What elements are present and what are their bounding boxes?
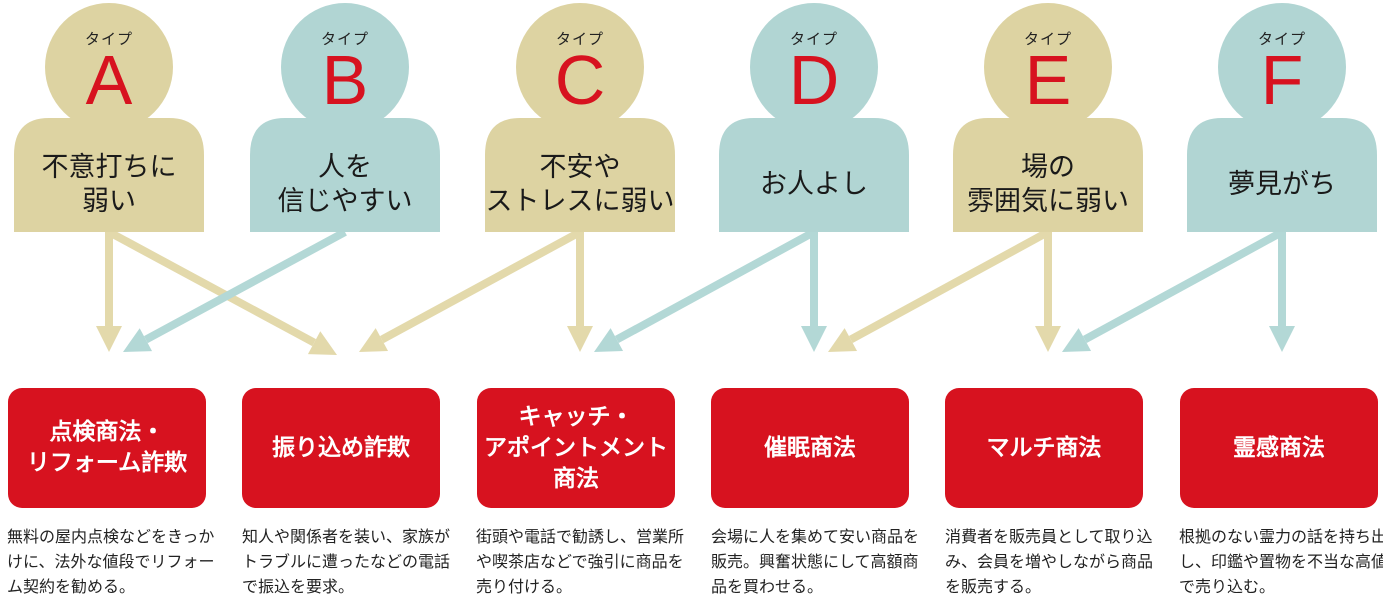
arrowhead-icon: [1062, 328, 1092, 352]
type-letter: D: [788, 41, 840, 119]
person-type-a: タイプ A 不意打ちに 弱い: [4, 0, 214, 240]
connector-line: [143, 228, 347, 344]
arrowhead-icon: [96, 326, 122, 352]
arrowhead-icon: [594, 328, 624, 352]
fraud-box-inspection-reform: 点検商法・ リフォーム詐欺: [8, 388, 206, 508]
arrowhead-icon: [567, 326, 593, 352]
person-type-b: タイプ B 人を 信じやすい: [240, 0, 450, 240]
type-label: タイプ: [84, 30, 133, 48]
person-silhouette-icon: [1187, 3, 1377, 232]
type-letter: C: [554, 41, 606, 119]
fraud-box-transfer-scam: 振り込め詐欺: [242, 388, 440, 508]
fraud-description: 根拠のない霊力の話を持ち出し、印鑑や置物を不当な高値で売り込む。: [1179, 527, 1383, 596]
fraud-description: 消費者を販売員として取り込み、会員を増やしながら商品を販売する。: [945, 527, 1154, 596]
trait-text: お人よし: [760, 169, 868, 200]
type-letter: E: [1024, 41, 1072, 119]
arrowhead-icon: [1269, 326, 1295, 352]
connector-line: [379, 228, 582, 344]
arrowhead-icon: [123, 328, 153, 352]
arrowhead-icon: [307, 331, 337, 355]
trait-text: 人を 信じやすい: [277, 152, 413, 217]
fraud-description: 知人や関係者を装い、家族がトラブルに遭ったなどの電話で振込を要求。: [242, 527, 451, 596]
connector-line: [1082, 228, 1284, 344]
person-silhouette-icon: [719, 3, 909, 232]
fraud-box-hypnotic-sales: 催眠商法: [711, 388, 909, 508]
person-type-d: タイプ D お人よし: [709, 0, 919, 240]
person-silhouette-icon: [953, 3, 1143, 232]
person-type-f: タイプ F 夢見がち: [1177, 0, 1383, 240]
type-label: タイプ: [320, 30, 369, 48]
connector-line: [848, 228, 1050, 344]
fraud-box-spiritual-sales: 霊感商法: [1180, 388, 1378, 508]
arrowhead-icon: [828, 328, 858, 352]
person-type-c: タイプ C 不安や ストレスに弱い: [475, 0, 685, 240]
arrowhead-icon: [359, 328, 389, 352]
trait-text: 夢見がち: [1228, 169, 1336, 200]
fraud-box-multi-level: マルチ商法: [945, 388, 1143, 508]
trait-text: 不安や ストレスに弱い: [485, 152, 675, 217]
trait-text: 不意打ちに 弱い: [41, 152, 177, 217]
person-silhouette-icon: [485, 3, 675, 232]
arrowhead-icon: [1035, 326, 1061, 352]
arrowhead-icon: [801, 326, 827, 352]
connector-line: [614, 228, 816, 344]
person-silhouette-icon: [250, 3, 440, 232]
fraud-description: 会場に人を集めて安い商品を販売。興奮状態にして高額商品を買わせる。: [711, 527, 920, 596]
trait-text: 場の 雰囲気に弱い: [967, 152, 1129, 217]
type-letter: F: [1260, 41, 1304, 119]
type-label: タイプ: [789, 30, 838, 48]
type-label: タイプ: [555, 30, 604, 48]
fraud-description: 無料の屋内点検などをきっかけに、法外な値段でリフォーム契約を勧める。: [7, 527, 215, 596]
type-label: タイプ: [1257, 30, 1306, 48]
connector-line: [107, 228, 317, 347]
type-letter: A: [85, 41, 133, 119]
fraud-description: 街頭や電話で勧誘し、営業所や喫茶店などで強引に商品を売り付ける。: [476, 527, 685, 596]
type-letter: B: [321, 41, 369, 119]
type-label: タイプ: [1023, 30, 1072, 48]
person-type-e: タイプ E 場の 雰囲気に弱い: [943, 0, 1153, 240]
fraud-box-catch-appointment: キャッチ・ アポイントメント 商法: [477, 388, 675, 508]
person-silhouette-icon: [14, 3, 204, 232]
